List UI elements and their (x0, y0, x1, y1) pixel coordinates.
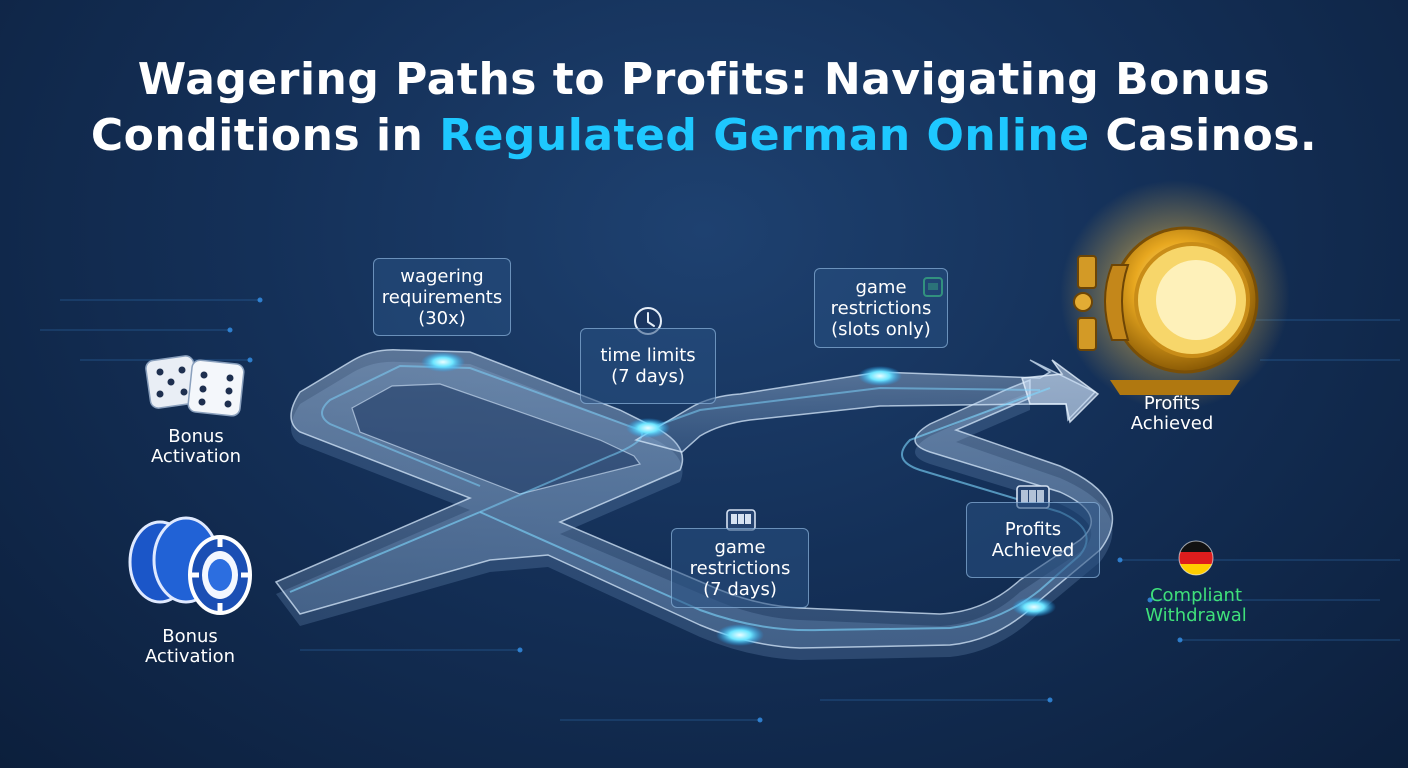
german-flag-icon (1178, 540, 1214, 576)
start-label-chips: Bonus Activation (130, 627, 250, 667)
step-game-top-line1: game (855, 276, 907, 298)
end-label-withdrawal: Compliant Withdrawal (1128, 586, 1264, 626)
clock-icon (634, 307, 662, 335)
title-line-2-start: Conditions in (90, 110, 440, 161)
step-time-limits-line2: (7 days) (611, 366, 685, 387)
step-time-limits: time limits (7 days) (580, 328, 716, 404)
node-game-top (858, 366, 902, 386)
path-nodes (421, 352, 1056, 646)
step-wagering-line3: (30x) (418, 307, 466, 329)
title-line-2-end: Casinos. (1089, 110, 1318, 161)
node-profits (1012, 597, 1056, 617)
casino-chips-icon (128, 516, 252, 615)
page-title: Wagering Paths to Profits: Navigating Bo… (0, 52, 1408, 164)
start-label-chips-line1: Bonus (162, 626, 218, 647)
step-time-limits-line1: time limits (600, 345, 696, 366)
end-label-vault-line2: Achieved (1130, 413, 1214, 434)
step-game-bottom-line1: game (714, 536, 766, 558)
end-label-withdrawal-line1: Compliant (1149, 585, 1243, 606)
end-label-withdrawal-line2: Withdrawal (1145, 605, 1247, 626)
end-label-vault: Profits Achieved (1112, 394, 1232, 434)
title-highlight: Regulated German Online (439, 110, 1090, 161)
start-label-dice-line2: Activation (150, 446, 242, 467)
vault-icon (1060, 180, 1290, 410)
circuit-dots (227, 297, 1183, 723)
title-line-1: Wagering Paths to Profits: Navigating Bo… (137, 54, 1271, 105)
node-game-bottom (716, 624, 764, 646)
step-game-restrictions-bottom: game restrictions (7 days) (671, 528, 809, 608)
step-game-bottom-line2: restrictions (689, 557, 791, 579)
title-line-2: Conditions in Regulated German Online Ca… (0, 108, 1408, 164)
step-profits-line2: Achieved (991, 540, 1075, 561)
step-game-bottom-line3: (7 days) (703, 578, 777, 600)
step-wagering-line2: requirements (381, 286, 503, 308)
dice-icon (145, 355, 245, 417)
step-wagering-requirements: wagering requirements (30x) (373, 258, 511, 336)
start-label-dice: Bonus Activation (136, 427, 256, 467)
step-profits-achieved: Profits Achieved (966, 502, 1100, 578)
step-game-restrictions-top: game restrictions (slots only) (814, 268, 948, 348)
start-label-chips-line2: Activation (144, 646, 236, 667)
slot-machine-icon-bottom (726, 509, 756, 531)
node-wagering (421, 352, 465, 372)
step-game-top-line3: (slots only) (831, 318, 931, 340)
start-label-dice-line1: Bonus (168, 426, 224, 447)
track (274, 349, 1114, 660)
node-time-limits (626, 418, 670, 438)
step-wagering-line1: wagering (400, 265, 484, 287)
step-profits-line1: Profits (1004, 519, 1062, 540)
circuit-traces (40, 299, 1400, 721)
end-label-vault-line1: Profits (1143, 393, 1201, 414)
step-game-top-line2: restrictions (830, 297, 932, 319)
